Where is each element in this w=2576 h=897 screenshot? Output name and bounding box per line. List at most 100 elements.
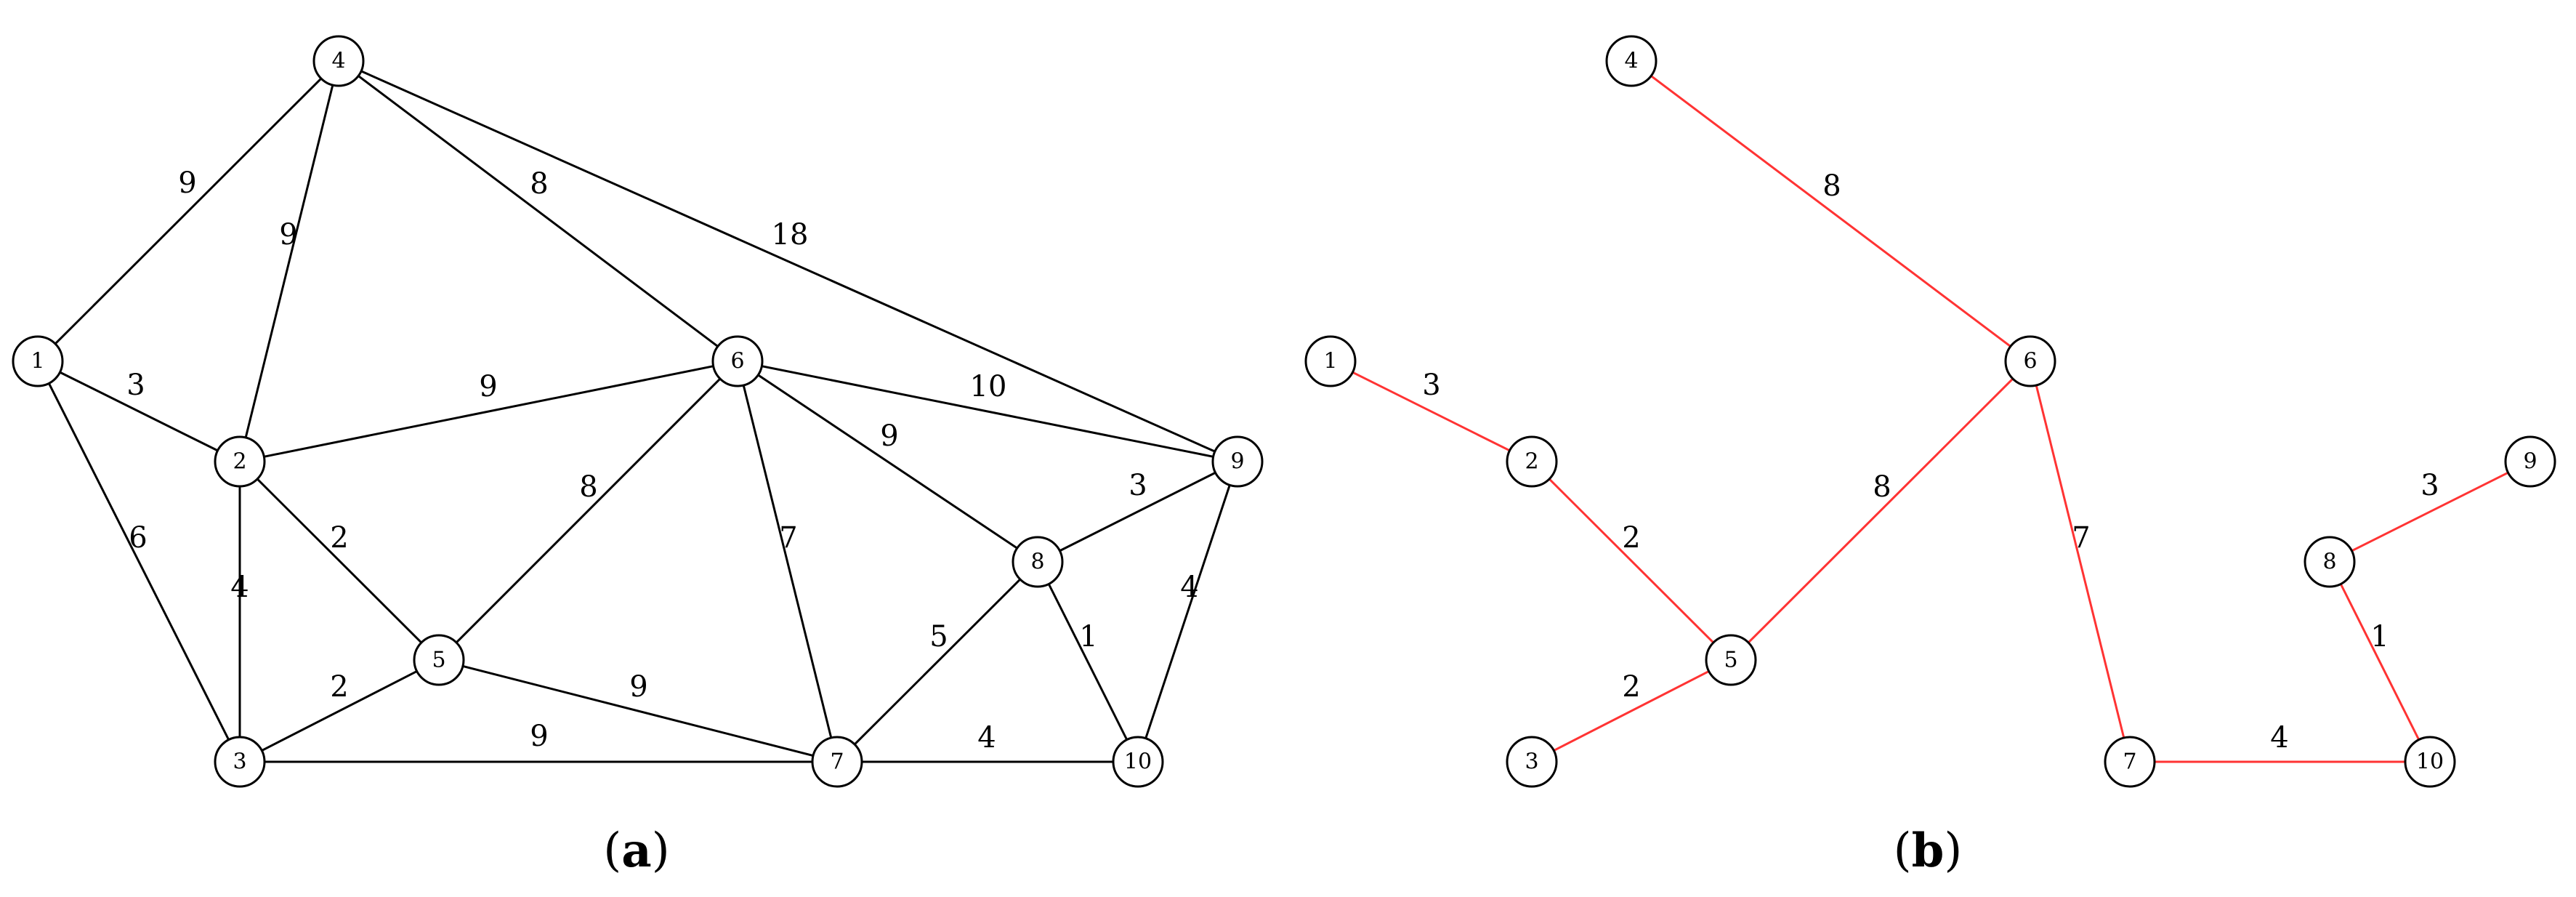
node-circle [1705, 634, 1757, 686]
node-label: 3 [233, 749, 246, 775]
node-circle [413, 634, 465, 686]
node-label: 9 [2523, 449, 2537, 475]
node-label: 8 [1030, 550, 1044, 575]
node-circle [1304, 335, 1357, 387]
edge-3-5 [1553, 670, 1710, 752]
edge-weight-2-3: 4 [230, 571, 249, 604]
node-label: 2 [1525, 449, 1538, 475]
panel-a-caption-letter: a [621, 824, 651, 878]
edge-3-5 [261, 670, 418, 752]
node-6: 6 [711, 335, 764, 387]
edge-weight-1-2: 3 [126, 369, 145, 402]
edge-weight-3-7: 9 [530, 720, 548, 753]
node-8: 8 [1012, 536, 1064, 588]
panel-a-nodes: 1 2 3 4 5 6 7 8 9 10 [12, 35, 1264, 788]
edge-8-7 [854, 578, 1021, 746]
edge-weight-6-7: 7 [779, 521, 797, 555]
node-circle [12, 335, 64, 387]
node-7: 7 [2104, 736, 2156, 788]
node-label: 5 [432, 648, 445, 673]
edge-weight-7-10: 4 [977, 721, 996, 755]
node-5: 5 [1705, 634, 1757, 686]
node-label: 4 [1624, 49, 1638, 74]
node-9: 9 [1211, 435, 1264, 488]
node-circle [1506, 736, 1558, 788]
node-circle [711, 335, 764, 387]
node-circle [1211, 435, 1264, 488]
edge-1-3 [47, 382, 230, 741]
node-label: 9 [1230, 449, 1244, 475]
edge-weight-5-7: 9 [629, 670, 647, 704]
edge-2-5 [257, 478, 422, 644]
node-label: 6 [2023, 349, 2037, 374]
edge-8-10 [1047, 583, 1128, 741]
edge-2-5 [1549, 478, 1714, 644]
edge-4-6 [358, 75, 719, 347]
panel-b-caption-letter: b [1912, 824, 1945, 878]
node-circle [214, 435, 266, 488]
node-circle [2004, 335, 2056, 387]
node-8: 8 [2304, 536, 2356, 588]
node-circle [214, 736, 266, 788]
edge-weight-4-6: 8 [530, 167, 548, 201]
edge-weight-6-7: 7 [2072, 521, 2090, 555]
edge-weight-1-3: 6 [129, 521, 147, 555]
edge-1-2 [59, 371, 219, 452]
node-2: 2 [1506, 435, 1558, 488]
edge-8-9 [2351, 471, 2509, 552]
node-1: 1 [1304, 335, 1357, 387]
edge-weight-4-9: 18 [772, 218, 809, 252]
edge-weight-4-6: 8 [1822, 169, 1841, 203]
node-circle [1506, 435, 1558, 488]
node-2: 2 [214, 435, 266, 488]
edge-weight-8-7: 5 [929, 620, 948, 653]
edge-2-6 [264, 365, 714, 458]
node-label: 1 [1323, 349, 1337, 374]
edge-6-7 [2035, 385, 2125, 739]
node-10: 10 [1112, 736, 1164, 788]
edge-weight-3-5: 2 [1622, 670, 1640, 704]
node-label: 10 [1124, 749, 1152, 775]
node-5: 5 [413, 634, 465, 686]
edge-weight-6-8: 9 [880, 419, 898, 453]
node-label: 8 [2322, 550, 2336, 575]
node-label: 7 [2123, 749, 2136, 775]
edge-8-9 [1059, 471, 1216, 552]
edge-weight-8-9: 3 [1128, 469, 1147, 502]
node-label: 3 [1525, 749, 1538, 775]
node-label: 7 [830, 749, 844, 775]
edge-4-2 [244, 84, 334, 438]
panel-b-spanning-tree: 8 3 2 2 8 7 4 1 3 1 2 3 4 5 6 7 8 9 10 (b) [1304, 35, 2556, 878]
node-circle [1112, 736, 1164, 788]
edge-weight-2-6: 9 [479, 370, 497, 403]
edge-4-9 [360, 70, 1216, 453]
edge-weight-2-5: 2 [1622, 521, 1640, 555]
edge-weight-1-2: 3 [1422, 369, 1440, 402]
edge-5-6 [455, 377, 722, 644]
node-3: 3 [214, 736, 266, 788]
edge-4-6 [1650, 75, 2011, 347]
edge-1-2 [1352, 371, 1511, 452]
node-circle [2304, 536, 2356, 588]
node-10: 10 [2404, 736, 2456, 788]
node-circle [312, 35, 365, 87]
edge-weight-5-6: 8 [1873, 470, 1891, 504]
edge-8-10 [2339, 583, 2420, 741]
node-circle [811, 736, 863, 788]
edge-weight-2-5: 2 [330, 521, 348, 555]
edge-weight-6-9: 10 [970, 370, 1007, 403]
panel-b-caption: (b) [1894, 824, 1963, 878]
edge-weight-9-10: 4 [1180, 571, 1198, 604]
node-label: 2 [233, 449, 246, 475]
panel-b-nodes: 1 2 3 4 5 6 7 8 9 10 [1304, 35, 2556, 788]
node-label: 10 [2416, 749, 2444, 775]
edge-weight-8-10: 1 [1079, 620, 1097, 653]
node-circle [1012, 536, 1064, 588]
panel-b-edges [1352, 75, 2509, 763]
edge-6-8 [757, 374, 1018, 550]
node-label: 4 [331, 49, 345, 74]
node-label: 1 [31, 349, 44, 374]
